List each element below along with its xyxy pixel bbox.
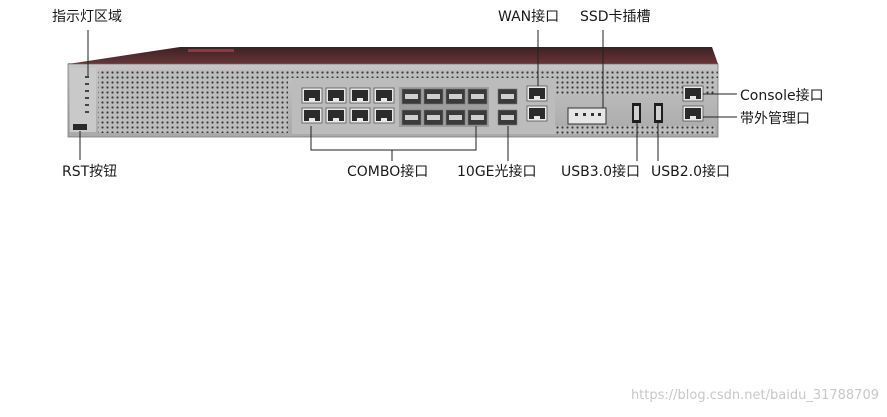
- console-mgmt-ports: [682, 85, 704, 122]
- ethernet-port-icon: [349, 107, 371, 124]
- label-ssd-slot: SSD卡插槽: [580, 9, 651, 25]
- wan-rj45-ports: [526, 85, 548, 122]
- callout-line: [310, 126, 477, 161]
- vent-grille-icon: [555, 126, 715, 134]
- sfp-cage-icon: [401, 88, 422, 105]
- ethernet-port-icon: [325, 87, 347, 104]
- sfp-cage-icon: [401, 109, 422, 126]
- ethernet-port-icon: [373, 107, 395, 124]
- label-usb2-port: USB2.0接口: [651, 164, 731, 180]
- callout-lines: [79, 30, 737, 161]
- vent-grille-icon: [555, 78, 715, 94]
- vent-grille-icon: [98, 70, 288, 133]
- ethernet-port-icon: [349, 87, 371, 104]
- watermark-text: https://blog.csdn.net/baidu_31788709: [630, 388, 879, 403]
- sfp-cage-icon: [423, 109, 444, 126]
- ge10-sfp-cages: [497, 88, 518, 126]
- indicator-leds: [85, 76, 89, 113]
- rst-button-icon: [73, 124, 87, 130]
- label-usb3-port: USB3.0接口: [561, 164, 641, 180]
- ethernet-port-icon: [682, 85, 704, 102]
- indicator-panel: [70, 68, 96, 132]
- label-rst-button: RST按钮: [62, 164, 118, 180]
- ssd-slot-pins: [575, 113, 601, 116]
- label-combo-port: COMBO接口: [347, 164, 429, 180]
- label-console-port: Console接口: [740, 88, 824, 104]
- sfp-cage-icon: [467, 109, 488, 126]
- sfp-cage-icon: [497, 109, 518, 126]
- ethernet-port-icon: [526, 85, 548, 102]
- sfp-cage-icon: [423, 88, 444, 105]
- chassis-top: [68, 47, 718, 64]
- ethernet-port-icon: [325, 107, 347, 124]
- vent-grille-icon: [288, 70, 718, 78]
- label-10ge-port: 10GE光接口: [457, 164, 537, 180]
- ethernet-port-icon: [301, 107, 323, 124]
- combo-rj45-ports: [301, 87, 395, 124]
- ethernet-port-icon: [526, 105, 548, 122]
- sfp-cage-icon: [467, 88, 488, 105]
- label-wan-port: WAN接口: [498, 9, 560, 25]
- ethernet-port-icon: [682, 105, 704, 122]
- ssd-slot-icon: [567, 107, 607, 125]
- combo-sfp-cages: [401, 88, 488, 126]
- ethernet-port-icon: [373, 87, 395, 104]
- sfp-cage-icon: [445, 109, 466, 126]
- label-indicator-area: 指示灯区域: [52, 9, 122, 25]
- sfp-cage-icon: [445, 88, 466, 105]
- sfp-cage-icon: [497, 88, 518, 105]
- brand-strip-icon: [188, 49, 234, 52]
- label-mgmt-port: 带外管理口: [740, 111, 810, 127]
- ethernet-port-icon: [301, 87, 323, 104]
